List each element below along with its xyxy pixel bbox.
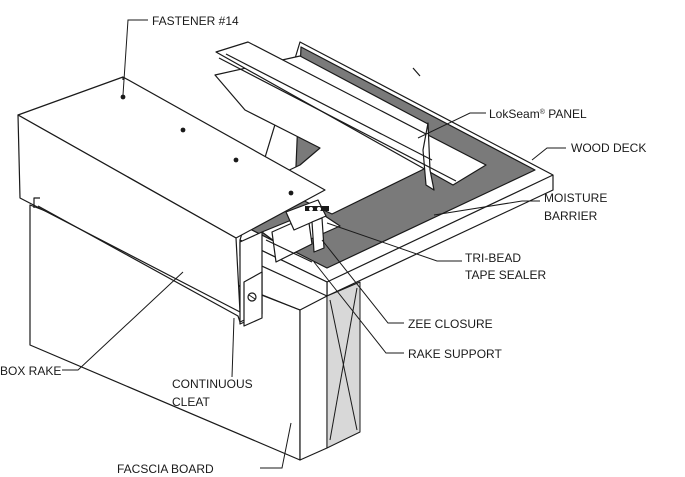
label-zee-closure: ZEE CLOSURE: [408, 317, 493, 331]
fastener-dot: [180, 127, 186, 133]
label-lokseam-reg: ®: [540, 108, 546, 116]
label-cleat-line2: CLEAT: [172, 395, 210, 409]
tri-bead-tape-sealer: [305, 206, 329, 211]
label-moisture-line1: MOISTURE: [544, 191, 607, 205]
label-cleat-line1: CONTINUOUS: [172, 377, 253, 391]
continuous-cleat: [243, 271, 263, 327]
label-lokseam-rest: PANEL: [545, 107, 587, 121]
label-rake-support: RAKE SUPPORT: [408, 347, 502, 361]
label-tribead-line2: TAPE SEALER: [465, 268, 546, 282]
label-box-rake: BOX RAKE: [0, 364, 61, 378]
label-wood-deck: WOOD DECK: [571, 141, 646, 155]
label-lokseam-brand: LokSeam: [489, 107, 540, 121]
label-fastener: FASTENER #14: [152, 14, 239, 28]
fastener-dot: [288, 190, 294, 196]
fastener-dots: [120, 94, 294, 196]
label-tribead-line1: TRI-BEAD: [465, 251, 521, 265]
label-lokseam-panel: LokSeam® PANEL: [489, 107, 587, 121]
leader-lines: [62, 19, 566, 469]
label-moisture-line2: BARRIER: [544, 209, 598, 223]
fastener-dot: [120, 94, 126, 100]
lokseam-panel: [214, 41, 487, 215]
label-fascia-board: FACSCIA BOARD: [117, 462, 214, 476]
fastener-dot: [233, 157, 239, 163]
